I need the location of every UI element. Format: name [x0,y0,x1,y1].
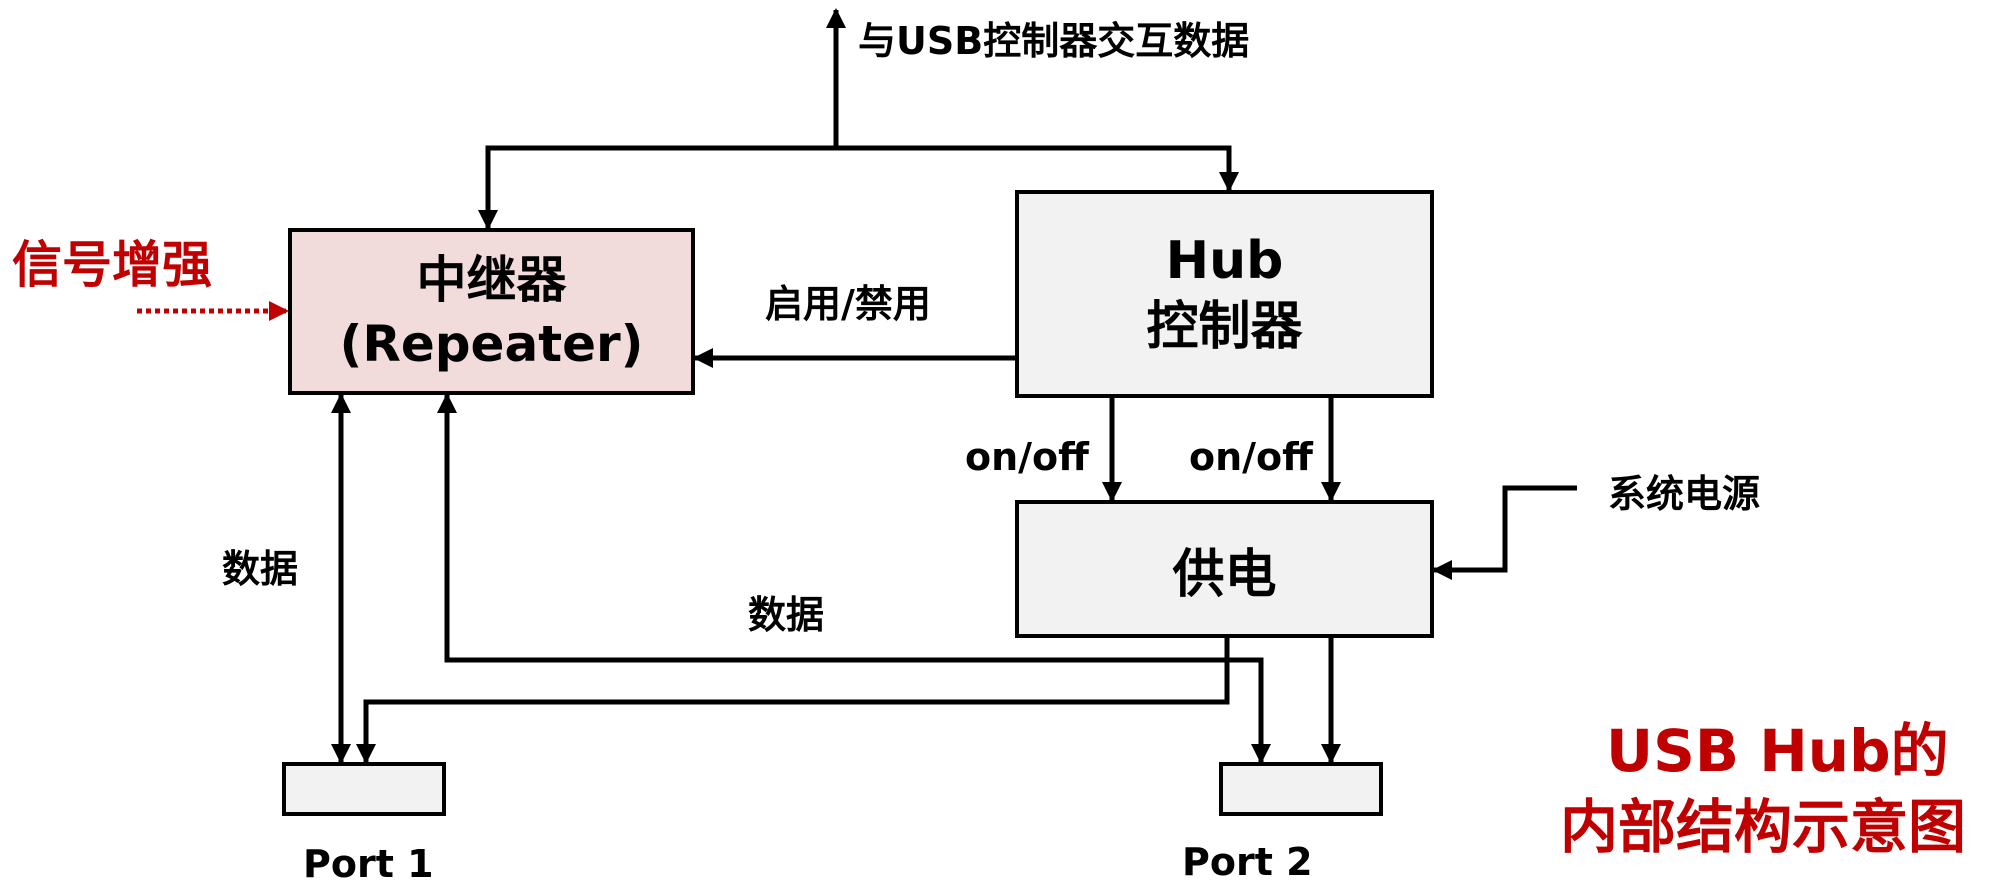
repeater-block: 中继器 (Repeater) [288,228,695,395]
repeater-subtitle: (Repeater) [339,314,644,373]
caption-line1: USB Hub的 [1606,717,1949,785]
port2-box [1219,762,1383,816]
power-label: 供电 [1172,544,1277,605]
port2-data-line [437,393,1271,764]
power-to-port1-line [356,638,1230,764]
system-power-arrow [1432,485,1577,580]
port2-label: Port 2 [1182,840,1313,884]
hub-subtitle: 控制器 [1146,297,1303,357]
caption-line2: 内部结构示意图 [1560,793,1967,861]
port1-box [282,762,446,816]
top-label: 与USB控制器交互数据 [858,19,1250,63]
port1-label: Port 1 [303,842,434,886]
system-power-label: 系统电源 [1608,472,1761,516]
on-off-label-2: on/off [1189,435,1313,479]
on-off-label-1: on/off [965,435,1089,479]
data-left-label: 数据 [222,547,299,591]
repeater-title: 中继器 [416,250,567,309]
data-mid-label: 数据 [748,593,825,637]
enable-disable-label: 启用/禁用 [765,282,931,326]
power-block: 供电 [1015,500,1434,638]
hub-title: Hub [1165,231,1284,291]
hub-controller-block: Hub 控制器 [1015,190,1434,398]
signal-boost-label: 信号增强 [12,236,212,294]
top-bus-line [478,145,1239,230]
